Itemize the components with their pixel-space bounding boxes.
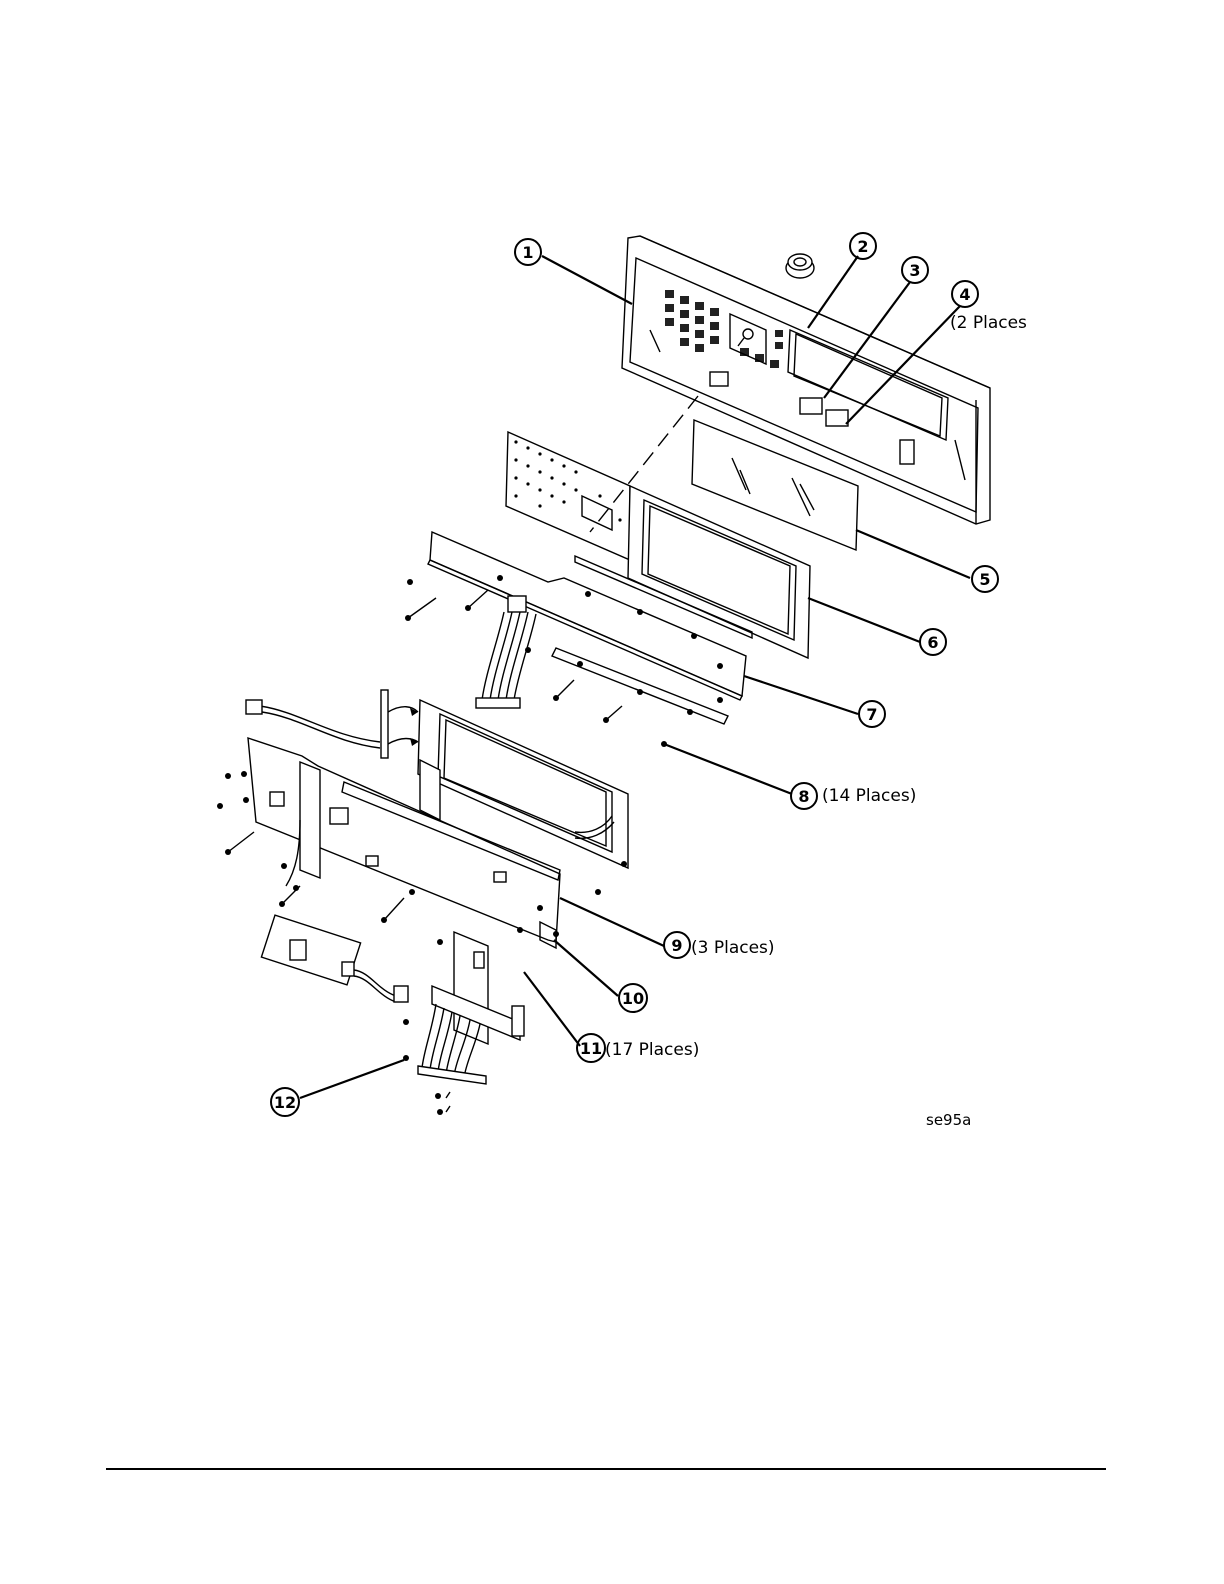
flex-connector xyxy=(403,932,524,1115)
callout-9: 9 (3 Places) xyxy=(664,932,775,958)
callout-7-number: 7 xyxy=(866,705,877,724)
callout-3-number: 3 xyxy=(909,261,920,280)
callout-4-number: 4 xyxy=(959,285,970,304)
callout-12-number: 12 xyxy=(274,1093,296,1112)
callout-7: 7 xyxy=(859,701,885,727)
callout-11-number: 11 xyxy=(580,1039,602,1058)
inverter-cable xyxy=(246,700,380,748)
keyboard-cable xyxy=(261,915,408,1002)
callout-6-number: 6 xyxy=(927,633,938,652)
callout-4: 4 (2 Places xyxy=(950,281,1027,333)
callout-1-number: 1 xyxy=(522,243,533,262)
callout-3: 3 xyxy=(902,257,928,283)
keyboard-plate xyxy=(506,432,630,560)
callout-2: 2 xyxy=(850,233,876,259)
figure-id: se95a xyxy=(926,1111,971,1129)
callout-9-note: (3 Places) xyxy=(691,938,775,958)
callout-1: 1 xyxy=(515,239,541,265)
callout-11: 11 (17 Places) xyxy=(577,1034,699,1062)
callout-6: 6 xyxy=(920,629,946,655)
callout-2-number: 2 xyxy=(857,237,868,256)
rpg-knob xyxy=(786,254,814,278)
callout-9-number: 9 xyxy=(671,936,682,955)
callout-11-note: (17 Places) xyxy=(605,1040,699,1060)
callout-8-note: (14 Places) xyxy=(822,786,916,806)
callout-8-number: 8 xyxy=(798,787,809,806)
callout-5: 5 xyxy=(972,566,998,592)
callout-8: 8 (14 Places) xyxy=(791,783,916,809)
callout-4-note: (2 Places xyxy=(950,313,1027,333)
callout-5-number: 5 xyxy=(979,570,990,589)
callout-10: 10 xyxy=(619,984,647,1012)
backlight-strip xyxy=(381,690,418,758)
footer-rule xyxy=(106,1468,1106,1470)
callout-10-number: 10 xyxy=(622,989,644,1008)
callout-12: 12 xyxy=(271,1088,299,1116)
